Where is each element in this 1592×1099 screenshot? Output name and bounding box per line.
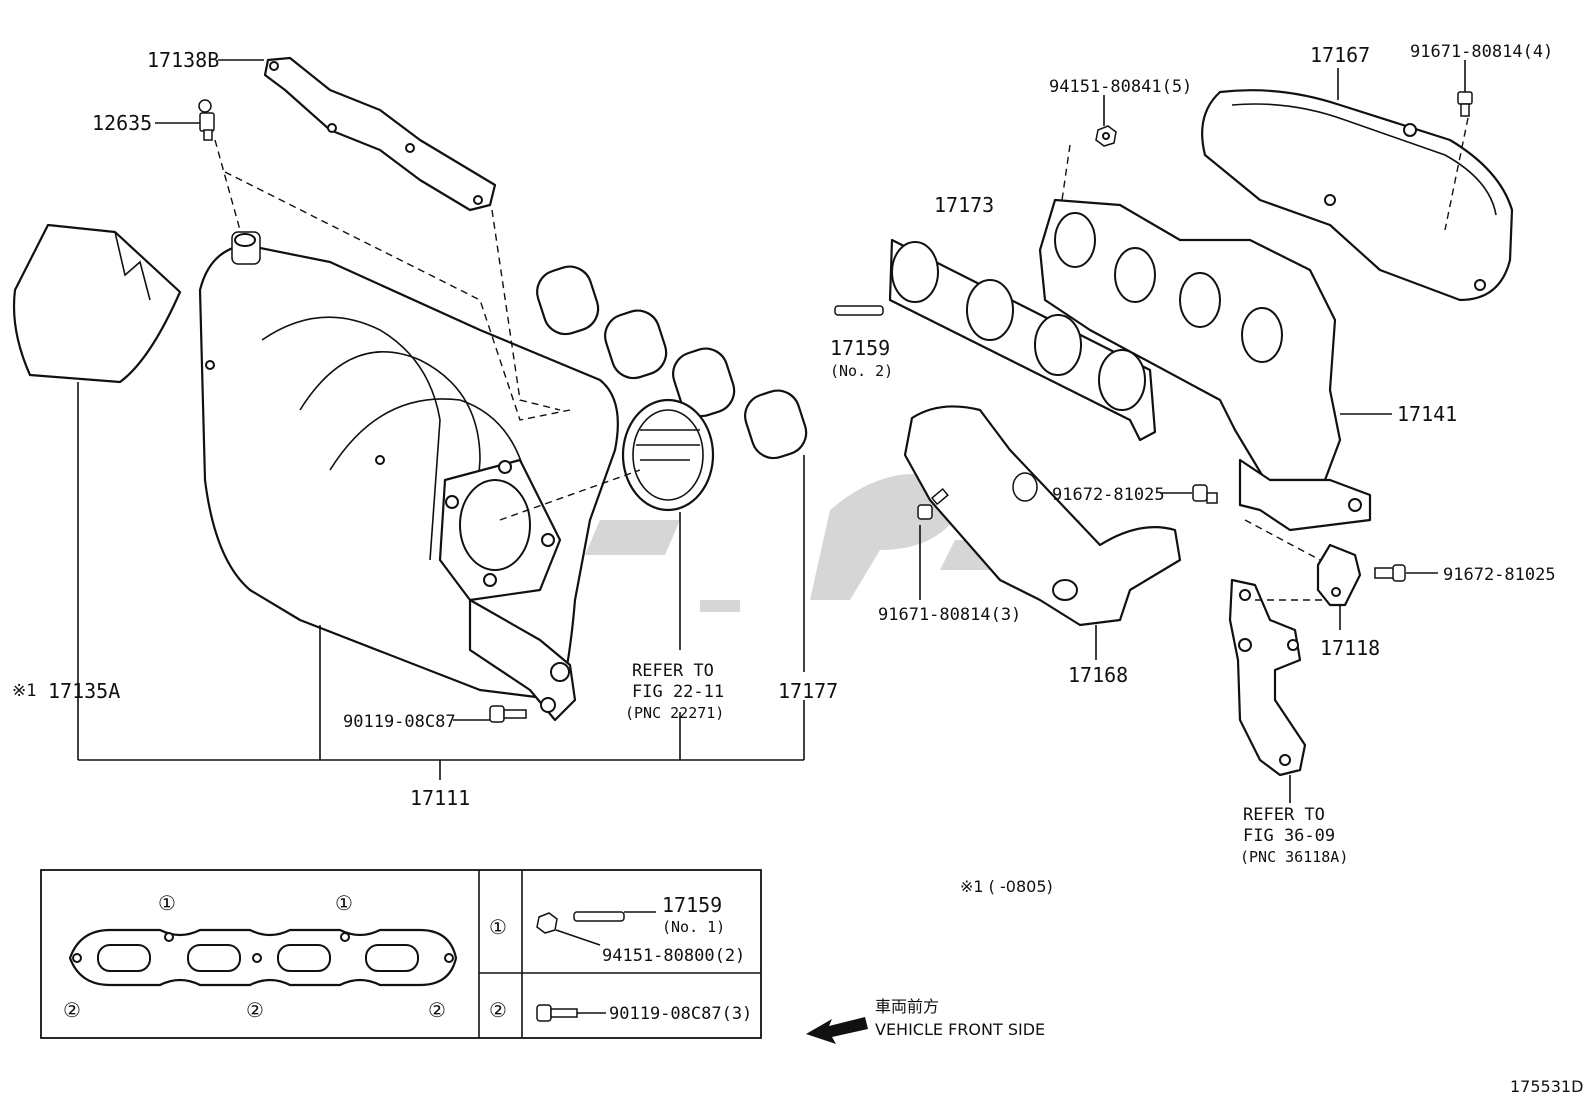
refer-36-line1: REFER TO [1243, 805, 1325, 825]
legend-sketch-marker-2c: ② [428, 998, 446, 1022]
heat-insulator-17168 [903, 405, 1182, 627]
callout-12635: 12635 [92, 111, 152, 135]
legend-row2-bolt: 90119-08C87(3) [609, 1004, 752, 1024]
callout-17167: 17167 [1310, 43, 1370, 67]
legend-row1-sub: (No. 1) [662, 918, 725, 936]
heat-insulator-17167 [1201, 89, 1514, 302]
refer-22-line1: REFER TO [632, 661, 714, 681]
callout-91671-80814-4: 91671-80814(4) [1410, 42, 1553, 62]
bolt-91672-81025-a [1192, 484, 1218, 504]
legend-sketch-marker-1b: ① [335, 891, 353, 915]
callout-91672-81025-b: 91672-81025 [1443, 565, 1556, 585]
callout-91671-80814-3: 91671-80814(3) [878, 605, 1021, 625]
legend-row1-marker: ① [489, 915, 507, 939]
callout-17159-no2-sub: (No. 2) [830, 362, 893, 380]
legend-sketch-marker-1a: ① [158, 891, 176, 915]
support-bracket [1228, 578, 1307, 777]
legend-sketch-marker-2b: ② [246, 998, 264, 1022]
callout-17177: 17177 [778, 679, 838, 703]
bracket-17138B [263, 56, 497, 212]
refer-36-line3: (PNC 36118A) [1240, 848, 1348, 866]
exhaust-gasket-17173 [888, 238, 1157, 442]
diagram-id: 175531D [1510, 1077, 1583, 1096]
gasket-17177 [536, 265, 808, 460]
bolt-91672-81025-b [1374, 564, 1406, 582]
callout-90119-08C87: 90119-08C87 [343, 712, 456, 732]
footnote: ※1 ( -0805) [960, 877, 1053, 896]
bolt-91671-80814-4 [1457, 91, 1473, 117]
refer-22-line3: (PNC 22271) [625, 704, 724, 722]
callout-17135A-mark: ※1 [12, 681, 36, 701]
direction-label-en: VEHICLE FRONT SIDE [875, 1020, 1045, 1039]
legend-row2-marker: ② [489, 998, 507, 1022]
callout-17168: 17168 [1068, 663, 1128, 687]
callout-94151-80841: 94151-80841(5) [1049, 77, 1192, 97]
left-leader-lines [77, 59, 805, 780]
callout-17118: 17118 [1320, 636, 1380, 660]
vehicle-front-direction: 車両前方 VEHICLE FRONT SIDE [806, 997, 1045, 1044]
front-arrow-icon [806, 1017, 868, 1044]
callout-17141: 17141 [1397, 402, 1457, 426]
callout-91672-81025-a: 91672-81025 [1052, 485, 1165, 505]
legend-row1-nut: 94151-80800(2) [602, 946, 745, 966]
bracket-17118 [1316, 543, 1362, 607]
legend-gasket-sketch [68, 928, 458, 987]
legend-sketch-marker-2a: ② [63, 998, 81, 1022]
callout-17135A: 17135A [48, 679, 120, 703]
throttle-gasket [621, 398, 715, 512]
exhaust-manifold-17141 [1038, 198, 1372, 532]
nut-94151-80841 [1095, 125, 1117, 147]
right-leader-lines [919, 60, 1469, 803]
direction-label-jp: 車両前方 [875, 997, 939, 1016]
callout-17173: 17173 [934, 193, 994, 217]
stud-17159-no2 [834, 305, 884, 316]
refer-22-line2: FIG 22-11 [632, 682, 724, 702]
legend-table: ① ① ② ② ② ① ② 17159 (No. 1) 94151-80800(… [40, 869, 762, 1039]
callout-17159-no2: 17159 [830, 336, 890, 360]
bolt-91671-80814-3 [917, 487, 949, 520]
engine-cover-17135A [12, 223, 182, 384]
sensor-12635 [198, 99, 215, 141]
bolt-90119-08C87 [489, 705, 527, 723]
legend-row1-part: 17159 [662, 893, 722, 917]
callout-17111: 17111 [410, 786, 470, 810]
callout-17138B: 17138B [147, 48, 219, 72]
refer-36-line2: FIG 36-09 [1243, 826, 1335, 846]
